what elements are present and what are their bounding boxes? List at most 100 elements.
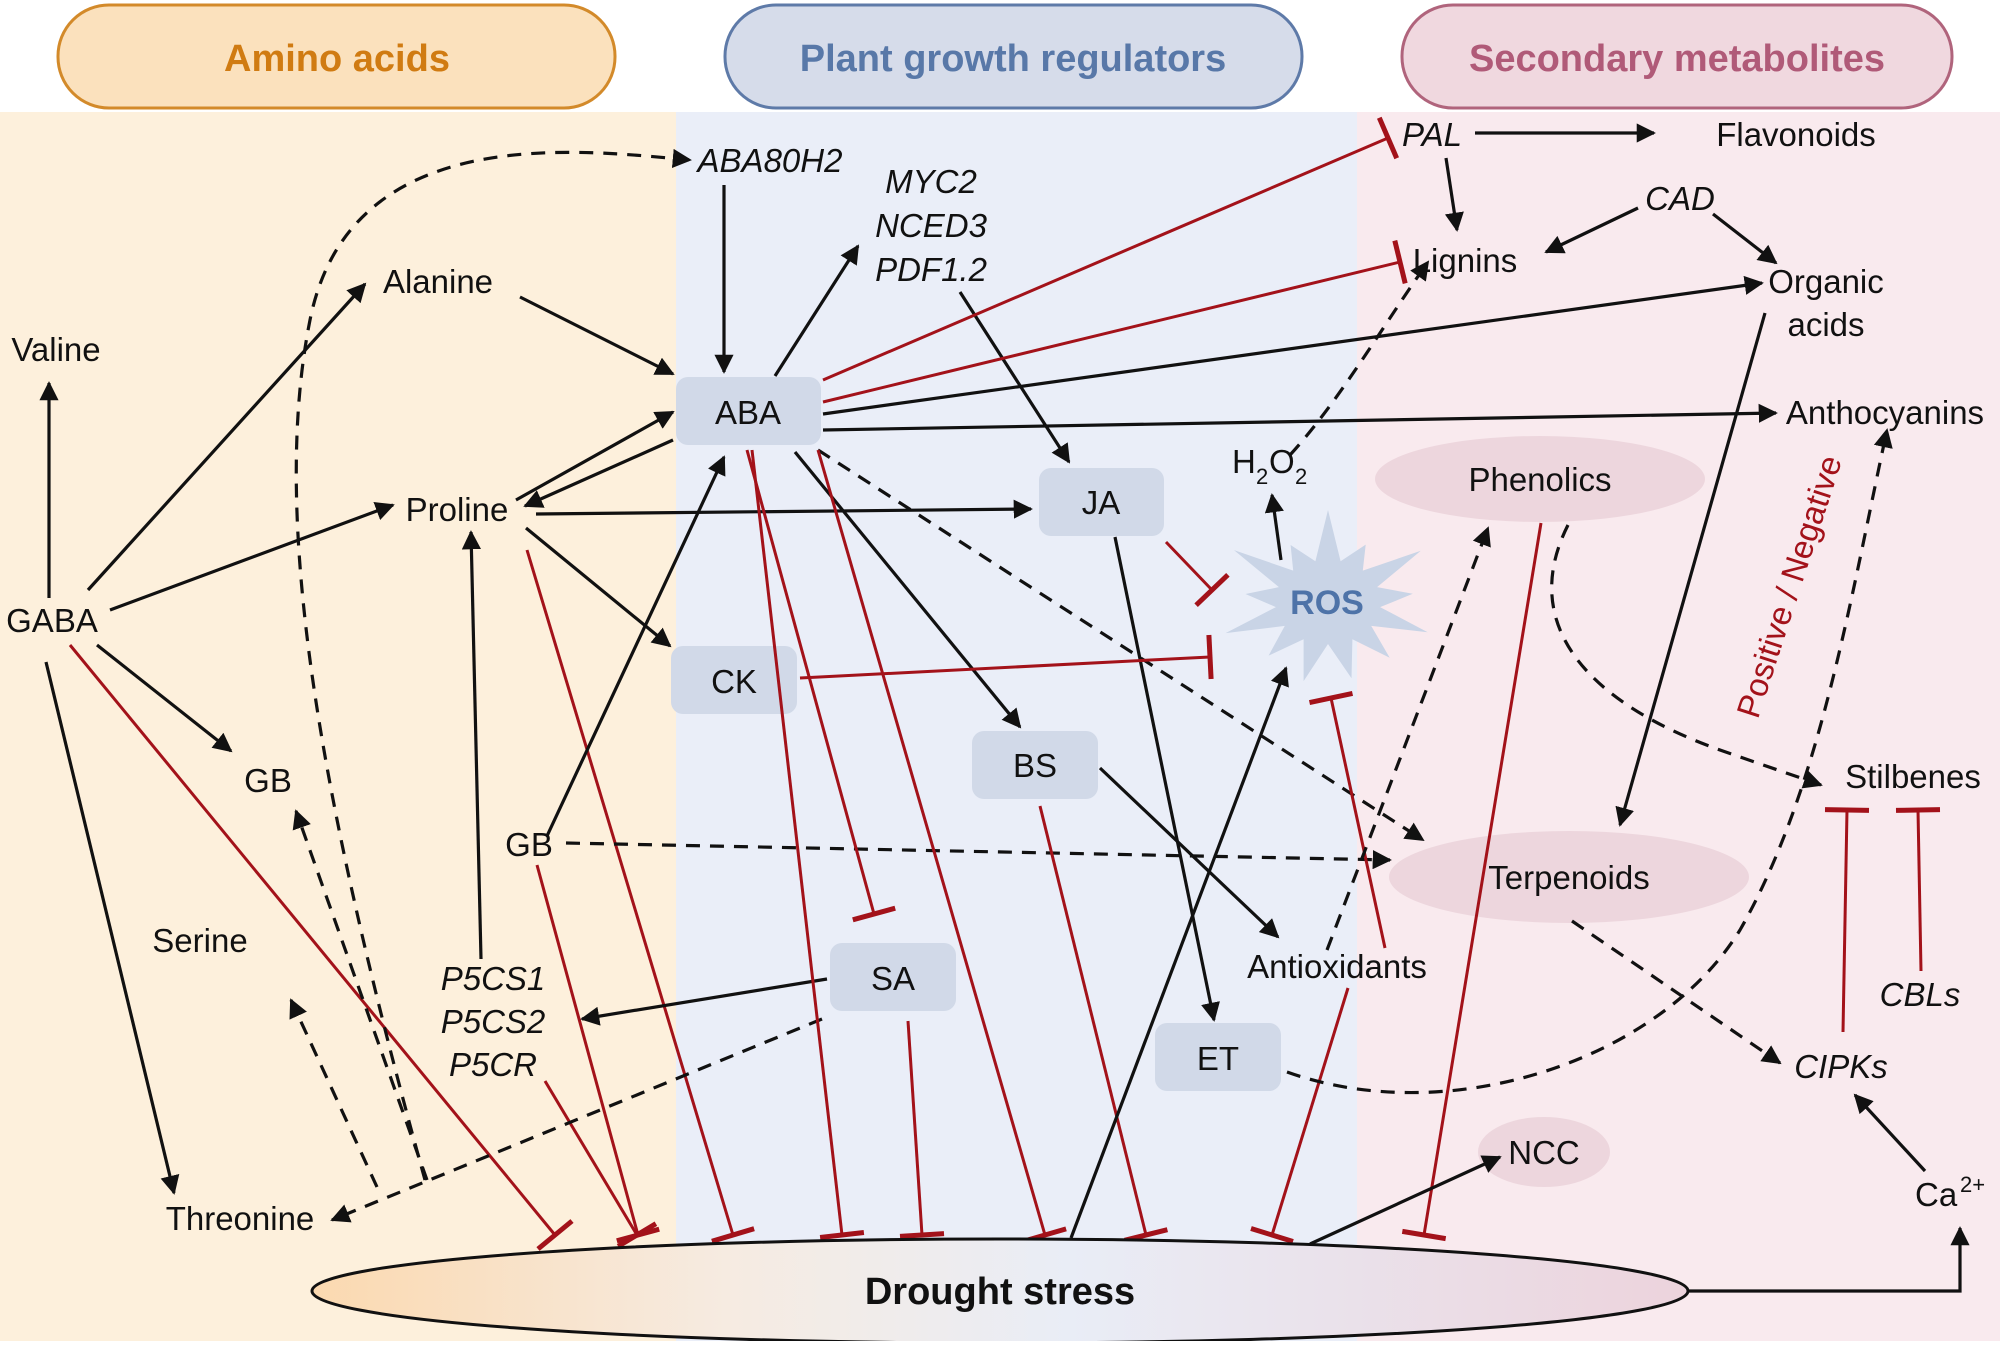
edge-antioxidants-inhibits-ros — [1329, 697, 1387, 949]
edge-sa-to-threonine — [330, 1017, 823, 1223]
edge-aba-to-myc2 — [773, 244, 860, 377]
ncc-ellipse — [1478, 1117, 1610, 1187]
h2o2-o: O — [1269, 443, 1295, 480]
p5cs2-label: P5CS2 — [441, 1003, 546, 1040]
threonine-label: Threonine — [166, 1200, 315, 1237]
edge-pdf12-to-ja — [958, 291, 1071, 464]
edge-phenolics-inhibits-drought — [1422, 522, 1543, 1236]
inhibition-bar-icon — [1392, 240, 1408, 284]
amino-acids-title: Amino acids — [224, 38, 450, 80]
flavonoids-label: Flavonoids — [1716, 116, 1876, 153]
header-plant-growth-regulators: Plant growth regulators — [723, 3, 1304, 110]
h2o2-label: H 2 O 2 — [1232, 443, 1307, 489]
ja-label: JA — [1082, 484, 1121, 521]
et-label: ET — [1197, 1040, 1239, 1077]
amino-acids-panel — [0, 112, 676, 1341]
edge-ja-to-et — [1113, 536, 1220, 1022]
h2o2-sub-2: 2 — [1295, 464, 1307, 489]
edge-alanine-to-aba — [519, 295, 675, 376]
edge-cipks-inhibits-stilbenes — [1841, 809, 1849, 1033]
edge-gaba-to-proline — [109, 502, 395, 612]
edge-ros-to-h2o2 — [1264, 493, 1284, 561]
edge-gaba-to-alanine — [86, 282, 367, 592]
calcium-label: Ca 2+ — [1915, 1172, 1985, 1213]
gb-mid-label: GB — [505, 826, 553, 863]
edge-proline-to-ja — [535, 499, 1033, 519]
edge-ck-inhibits-ros — [799, 655, 1211, 680]
h2o2-h: H — [1232, 443, 1256, 480]
plant-growth-regulators-pill — [723, 3, 1304, 110]
edge-drought-to-ros — [1069, 666, 1289, 1239]
edge-aba-inhibits-drought-1 — [750, 449, 844, 1236]
inhibition-bar-icon — [1194, 572, 1230, 608]
edge-h2o2-to-lignins — [1288, 260, 1430, 457]
aba-label: ABA — [715, 394, 781, 431]
ros-label: ROS — [1290, 584, 1364, 622]
stilbenes-label: Stilbenes — [1845, 758, 1981, 795]
cbls-label: CBLs — [1880, 976, 1961, 1013]
header-secondary-metabolites: Secondary metabolites — [1400, 3, 1954, 110]
edge-sa-to-p5cs2 — [580, 977, 828, 1026]
edge-cad-to-organic-acids — [1712, 212, 1778, 265]
inhibition-bar-icon — [616, 1221, 658, 1249]
edge-threonine-to-serine — [289, 998, 379, 1188]
amino-acids-pill — [56, 3, 617, 110]
terpenoids-label: Terpenoids — [1488, 859, 1649, 896]
inhibition-bar-icon — [819, 1230, 865, 1240]
serine-label: Serine — [152, 922, 247, 959]
edge-gaba-to-threonine — [44, 661, 180, 1195]
cad-label: CAD — [1645, 180, 1715, 217]
edge-proline-inhibits-drought — [525, 549, 735, 1236]
proline-label: Proline — [406, 491, 509, 528]
alanine-label: Alanine — [383, 263, 493, 300]
ros-burst-icon — [1225, 510, 1428, 682]
valine-label: Valine — [11, 331, 100, 368]
edge-drought-to-ca — [1688, 1226, 1970, 1293]
cipks-label: CIPKs — [1794, 1048, 1888, 1085]
edge-antioxidants-to-phenolics — [1325, 526, 1491, 951]
edge-cbls-inhibits-stilbenes — [1916, 809, 1923, 972]
aba80h2-label: ABA80H2 — [696, 142, 843, 179]
drought-stress-label: Drought stress — [865, 1271, 1135, 1313]
ck-box — [671, 646, 797, 714]
edge-aba-inhibits-sa — [745, 449, 876, 915]
edge-gb-inhibits-drought — [535, 864, 640, 1236]
organic-acids-label-line1: Organic — [1768, 263, 1884, 300]
bs-label: BS — [1013, 747, 1057, 784]
secondary-metabolites-panel — [1357, 112, 2000, 1341]
sa-box — [830, 943, 956, 1011]
anthocyanins-label: Anthocyanins — [1786, 394, 1984, 431]
edge-organic-acids-to-terpenoids — [1615, 312, 1767, 827]
edge-sa-inhibits-drought — [906, 1020, 924, 1236]
ck-label: CK — [711, 663, 757, 700]
organic-acids-label-line2: acids — [1787, 306, 1864, 343]
inhibition-bar-icon — [1377, 116, 1399, 160]
pdf12-label: PDF1.2 — [875, 251, 987, 288]
edge-drought-to-ncc — [1309, 1155, 1502, 1246]
edge-pal-to-lignins — [1444, 157, 1464, 232]
antioxidants-label: Antioxidants — [1247, 948, 1427, 985]
ca-text: Ca — [1915, 1176, 1958, 1213]
edge-aba-to-anthocyanins — [822, 403, 1778, 432]
edge-gb-to-terpenoids — [565, 841, 1392, 870]
edge-et-to-anthocyanins — [1286, 428, 1893, 1095]
secondary-metabolites-title: Secondary metabolites — [1469, 38, 1885, 80]
ja-box — [1039, 468, 1164, 536]
ca-charge: 2+ — [1960, 1172, 1985, 1197]
inhibition-bar-icon — [1824, 807, 1870, 813]
edge-aba-inhibits-pal — [822, 136, 1389, 382]
edge-antioxidants-inhibits-drought — [1270, 987, 1350, 1236]
gaba-label: GABA — [6, 602, 98, 639]
aba-box — [676, 377, 821, 445]
edge-ca-to-cipks — [1853, 1093, 1927, 1173]
ncc-label: NCC — [1508, 1134, 1580, 1171]
edge-bs-inhibits-drought — [1038, 805, 1148, 1236]
inhibition-bar-icon — [536, 1219, 574, 1251]
edge-aba-inhibits-drought-2 — [816, 449, 1047, 1236]
lignins-label: Lignins — [1413, 242, 1518, 279]
inhibition-bar-icon — [1401, 1228, 1447, 1242]
inhibition-bar-icon — [899, 1231, 945, 1239]
phenolics-ellipse — [1375, 436, 1705, 522]
edge-proline-to-aba — [515, 410, 675, 502]
